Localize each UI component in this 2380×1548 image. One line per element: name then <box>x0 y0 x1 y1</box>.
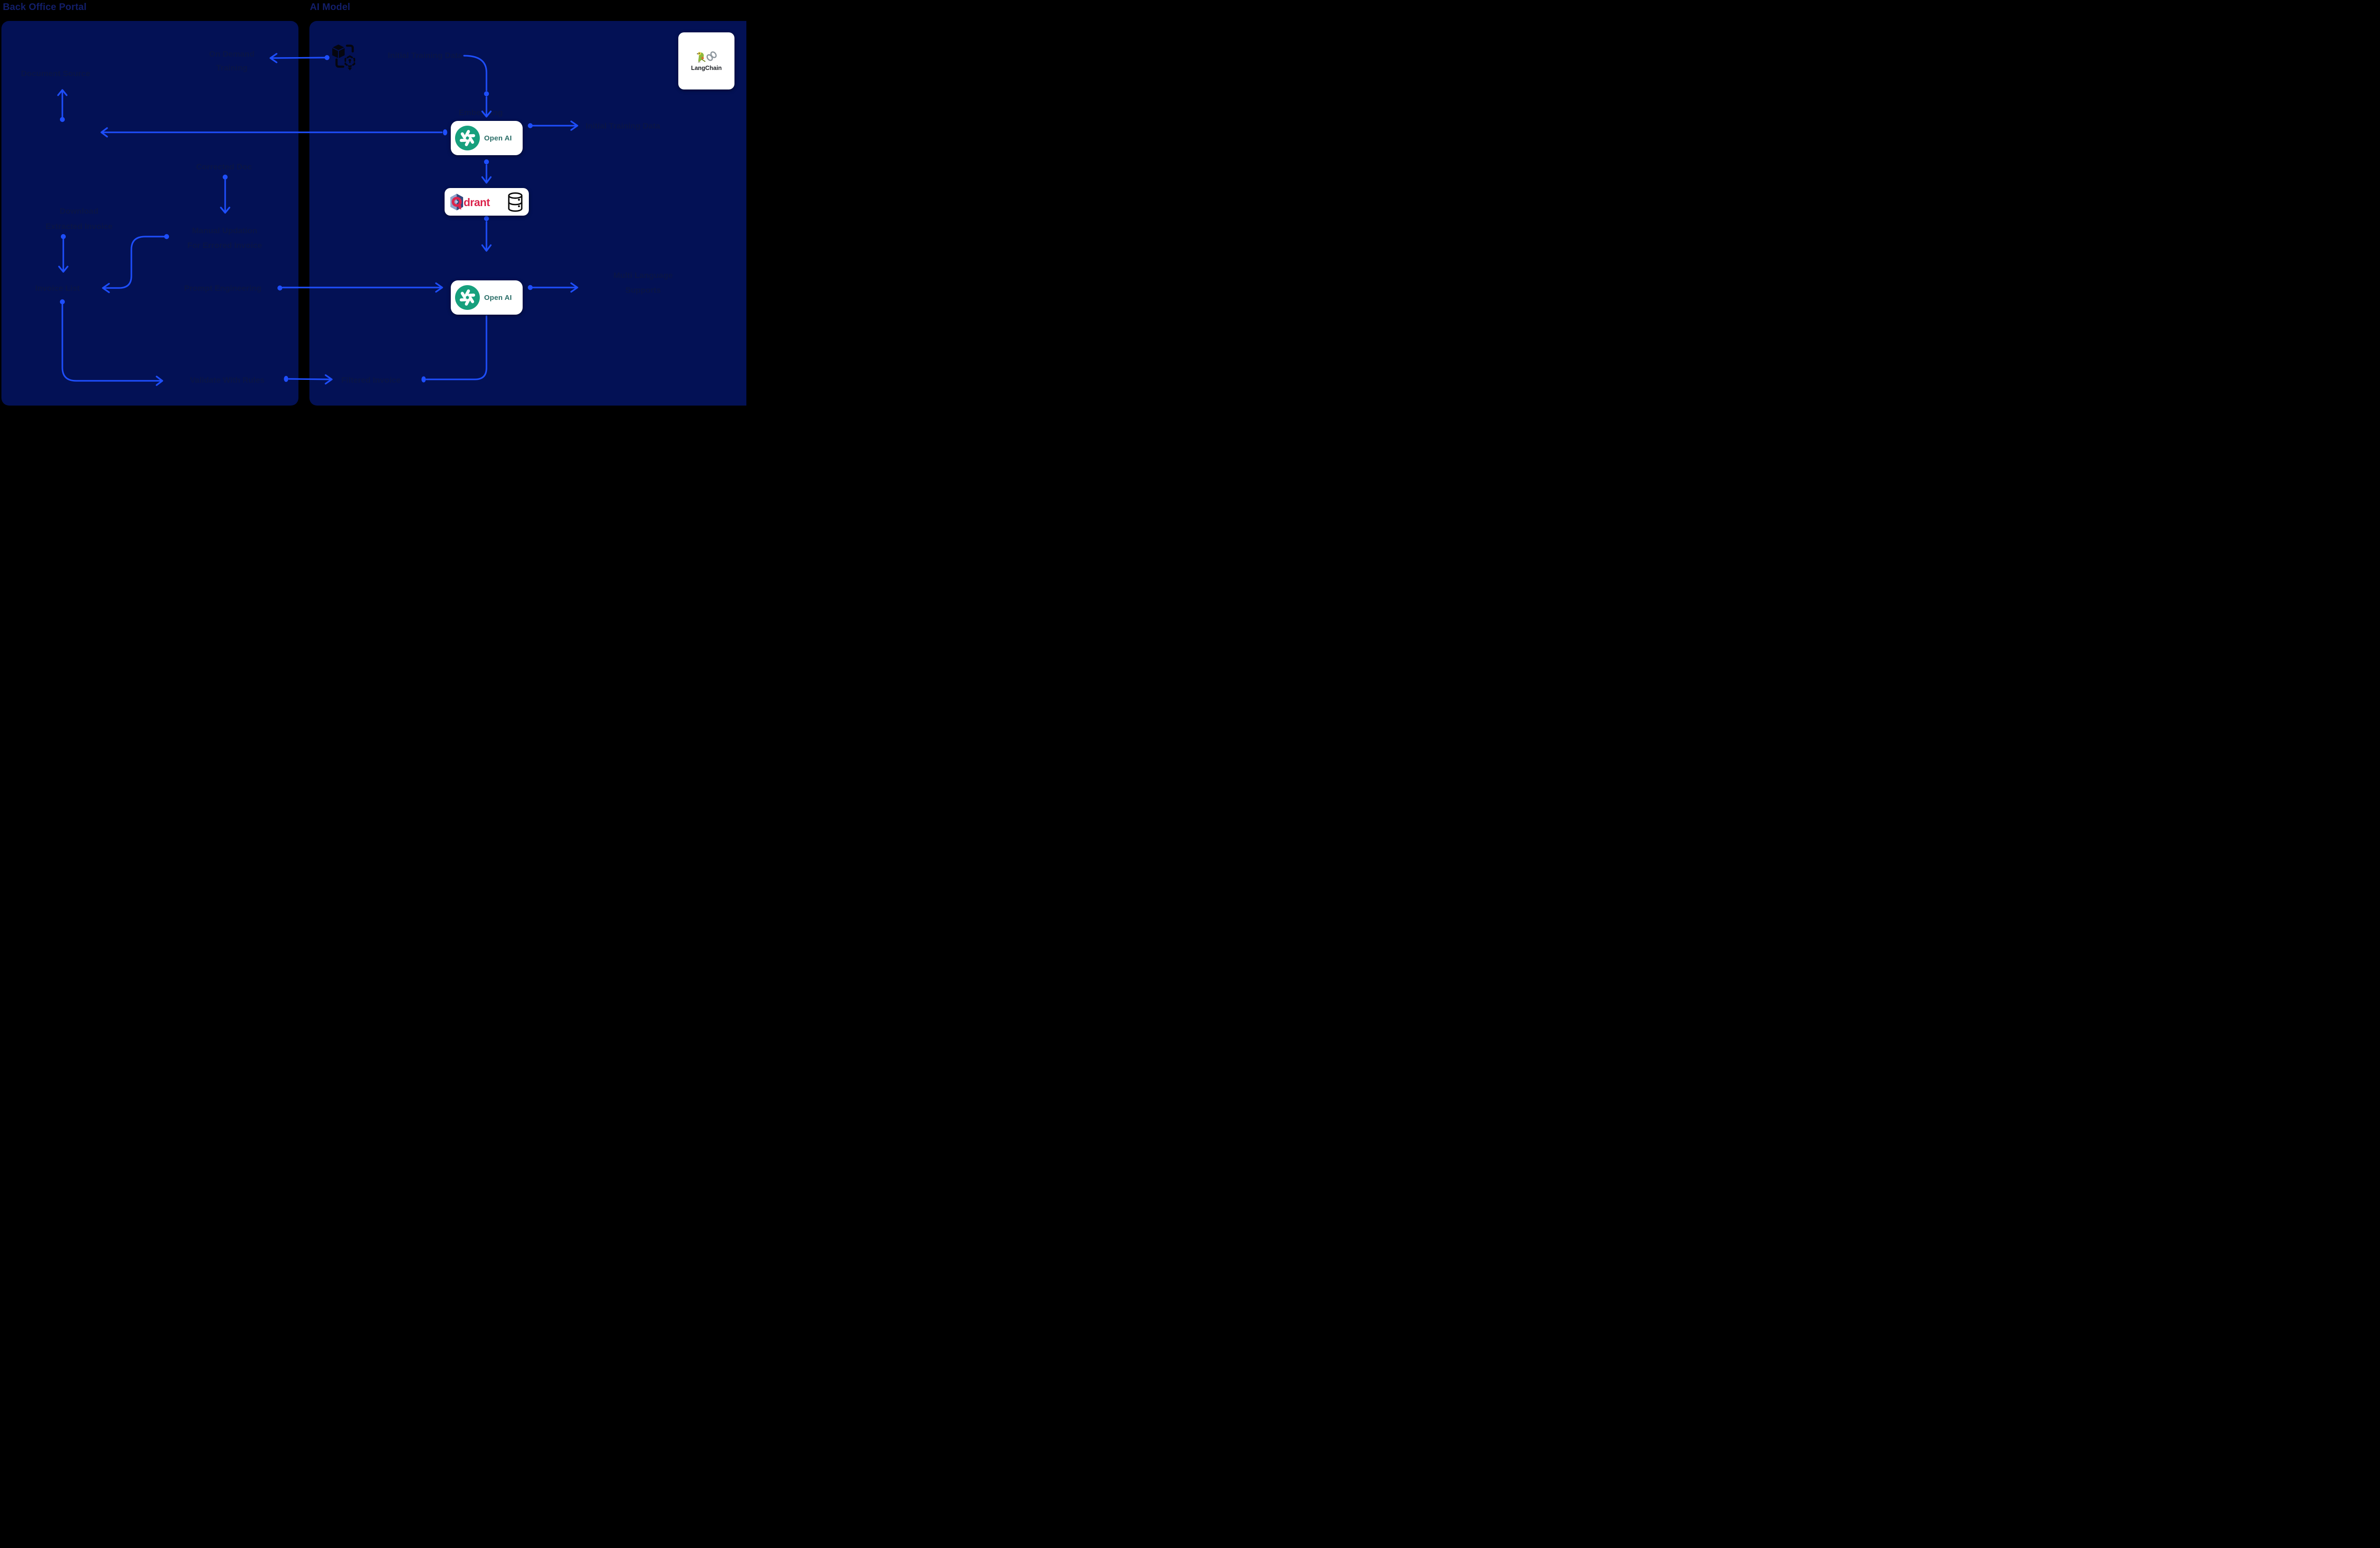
label-initial-training-data-right: Initial Training Data <box>585 121 660 130</box>
database-icon <box>508 192 523 212</box>
label-document-source: Document Source <box>21 69 90 78</box>
qdrant-logo-icon <box>450 193 463 210</box>
label-invoice-list: Invoice List <box>35 284 80 293</box>
model-package-icon <box>332 44 356 70</box>
label-initial-training-data-top: Initial Training Data <box>387 51 463 60</box>
back-office-title: Back Office Portal <box>3 2 87 12</box>
label-prompt-engineering: Prompt Engineering <box>184 284 262 293</box>
qdrant-node: drant <box>445 188 529 216</box>
parrot-icon <box>696 52 705 63</box>
diagram-stage: Back Office Portal AI Model Document Sou… <box>0 0 746 409</box>
label-manual-updation: Manual Updation For Errored Invoice <box>168 223 282 253</box>
openai-label: Open AI <box>484 293 512 302</box>
label-line: For Errored Invoice <box>187 241 262 250</box>
langchain-label: LangChain <box>691 65 722 71</box>
qdrant-label: drant <box>464 196 490 208</box>
label-validate-with-rules: Validate With Rules <box>190 376 265 385</box>
label-line: On Demand <box>209 50 255 59</box>
ai-model-panel <box>309 21 746 406</box>
label-download-extracted-invoice: Download Extracted Invoice <box>11 204 147 234</box>
label-line: Manual Updation <box>192 226 258 235</box>
openai-embedding-node: Open AI <box>451 121 523 155</box>
label-embedding: Embedding <box>458 108 503 117</box>
ai-model-title: AI Model <box>310 2 350 12</box>
chain-icon <box>706 51 717 61</box>
openai-logo-icon <box>455 285 480 310</box>
langchain-node: LangChain <box>678 32 734 89</box>
openai-llm-node: Open AI <box>451 280 523 315</box>
label-line: Extracted Invoice <box>45 222 113 231</box>
label-line: Multi Language <box>613 271 673 280</box>
label-filtered-invoice: Filtered Invoice <box>341 376 401 385</box>
label-line: Training <box>216 63 248 72</box>
label-corrected-doc: Corrected Doc <box>196 162 252 171</box>
label-on-demand-training: On Demand Training <box>193 47 271 75</box>
openai-label: Open AI <box>484 134 512 142</box>
openai-logo-icon <box>455 126 480 150</box>
parrot-chain-icon <box>696 51 717 63</box>
label-line: Download <box>60 207 99 216</box>
label-line: Supports <box>625 286 661 295</box>
label-multi-language-supports: Multi Language Supports <box>601 268 685 298</box>
